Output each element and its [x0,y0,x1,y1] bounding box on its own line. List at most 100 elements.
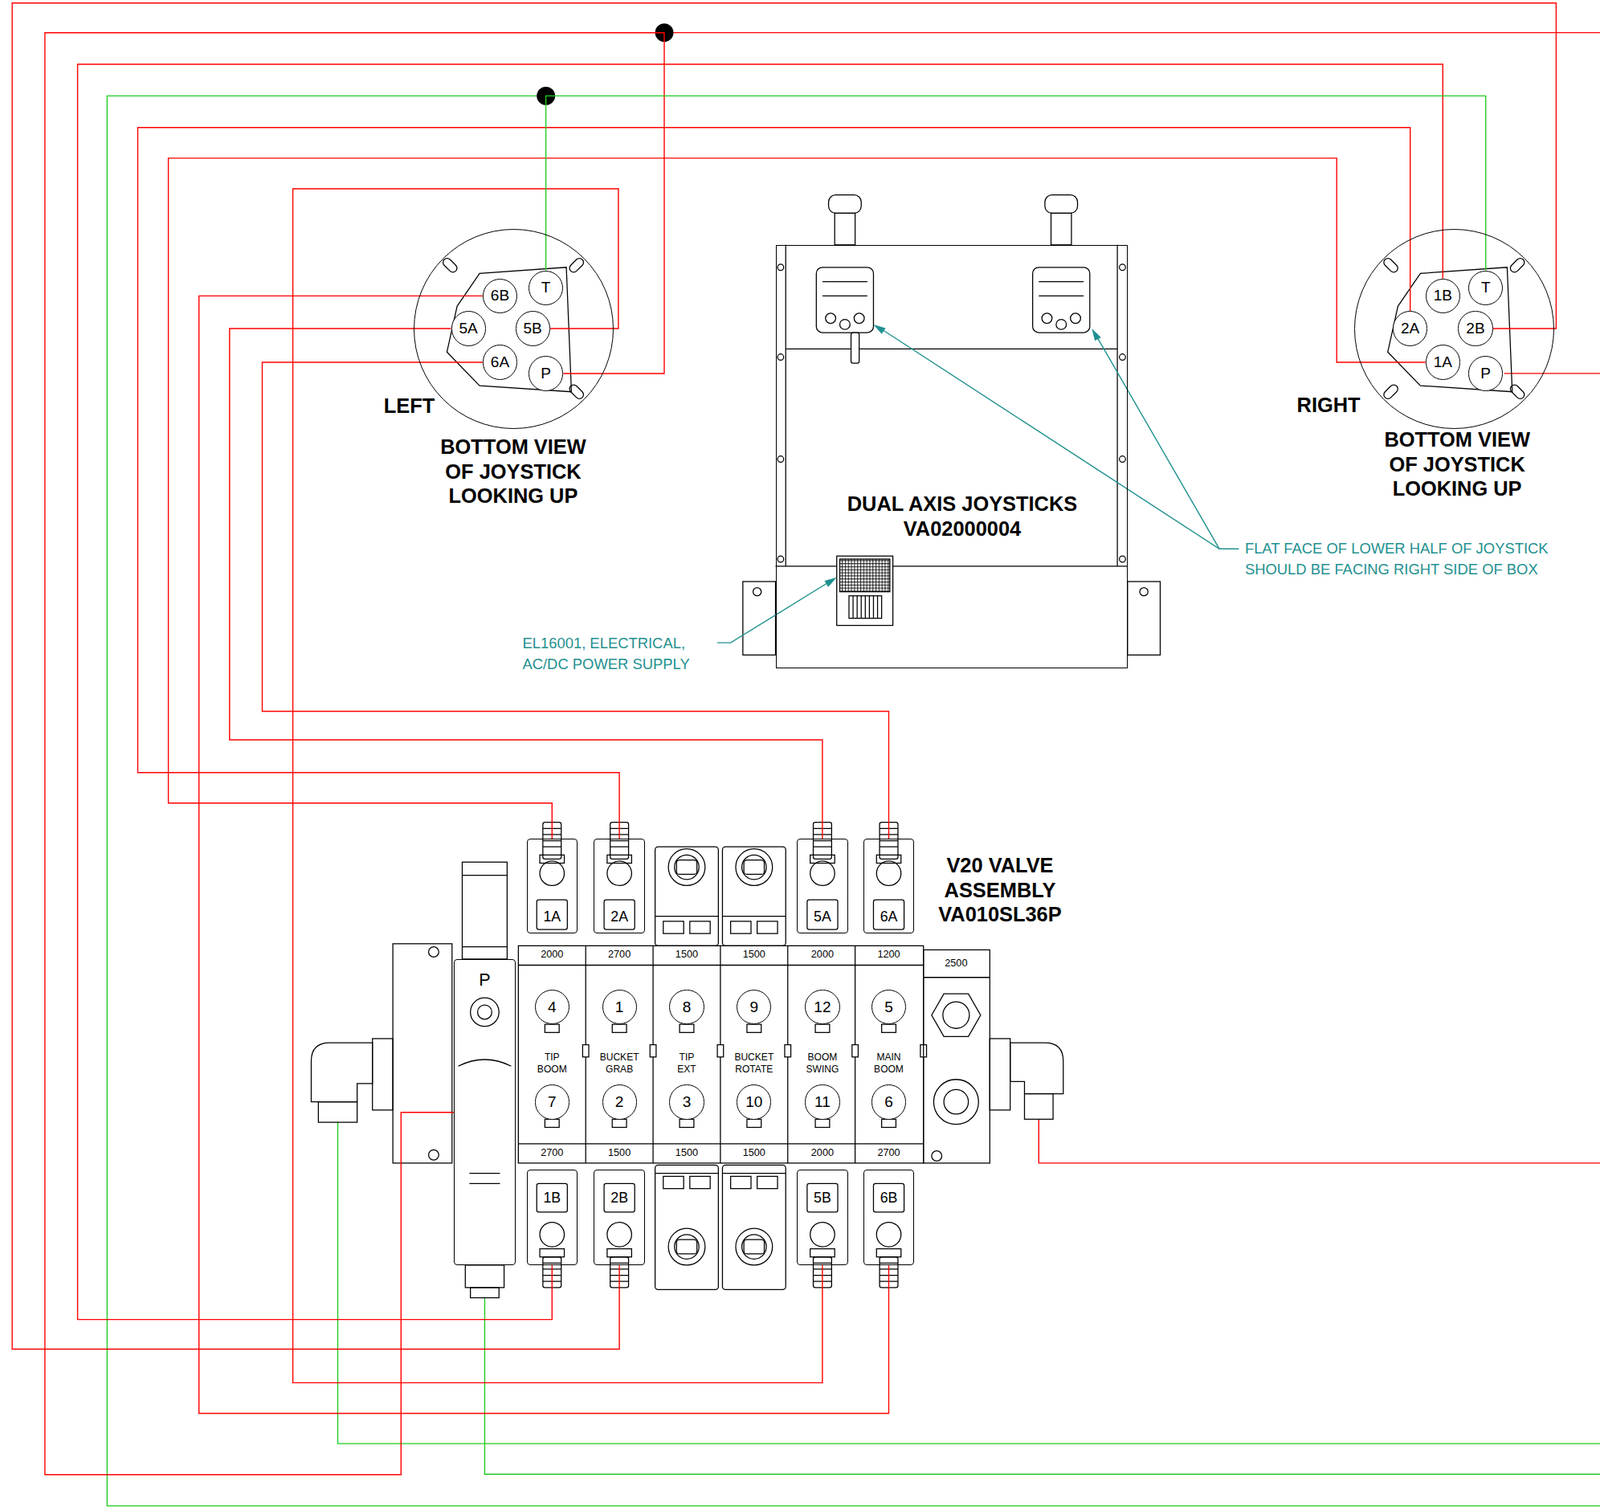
drawing-part [851,332,860,364]
joystick-port: P [1468,355,1503,391]
valve-port: 5A [796,838,849,934]
drawing-part [735,848,773,886]
drawing-part [822,281,868,297]
drawing-part [852,1044,859,1058]
drawing-part [933,1079,979,1125]
drawing-part [1119,264,1127,271]
drawing-part [853,595,878,619]
drawing-part [777,456,784,463]
drawing-part [815,1024,830,1033]
drawing-part [876,1222,901,1247]
pressure-setting: 2000 [791,948,854,961]
port-label: 2A [1400,319,1420,338]
drawing-part [816,267,874,333]
drawing-part [815,1118,830,1127]
drawing-part [931,1151,943,1162]
drawing-part [539,861,564,886]
drawing-part [923,976,991,978]
drawing-part [722,915,786,917]
joystick-port: 5A [451,310,486,346]
drawing-part [440,256,459,274]
drawing-part [689,1175,711,1188]
drawing-part [663,1175,684,1188]
text-holder: LEFT [370,393,449,418]
drawing-part [1382,383,1400,401]
valve-port: 2B [593,1169,645,1266]
port-label: 3 [682,1093,692,1111]
port-label: 6A [880,908,898,925]
drawing-part [544,1024,560,1033]
pressure-setting: 1500 [723,948,785,961]
drawing-part [1051,212,1072,245]
port-label: 1B [1433,286,1453,305]
hydraulic-line [44,32,665,1475]
joystick-port: 6B [482,278,518,314]
drawing-part [873,324,886,335]
drawing-part [810,1248,835,1258]
text-holder: BUCKET ROTATE [724,1051,784,1076]
drawing-part [106,95,1600,1506]
text-holder: BOTTOM VIEW OF JOYSTICK LOOKING UP [1372,427,1542,501]
drawing-part [477,1004,493,1020]
drawing-part [655,1172,719,1174]
hydraulic-line [262,362,890,839]
arrowheads [824,324,1101,588]
drawing-part [807,1183,838,1213]
port-label: 8 [682,998,692,1017]
view-caption: BOTTOM VIEW OF JOYSTICK LOOKING UP [428,434,598,508]
drawing-part [582,1044,589,1058]
drawing-part [775,244,1128,567]
drawing-part [943,1089,968,1114]
port-number: 3 [669,1084,704,1119]
drawing-part [746,1024,762,1033]
valve-port: 1A [526,838,579,934]
joystick-port: T [528,270,564,306]
text-holder: DUAL AXIS JOYSTICKS VA02000004 [825,491,1099,541]
drawing-part [655,1164,719,1290]
pressure-setting: 2500 [925,957,987,970]
drawing-part [931,993,981,1037]
port-label: 2B [1465,319,1485,338]
drawing-part [1097,338,1220,550]
port-label: 1B [542,1189,561,1206]
drawing-part [689,921,711,934]
pressure-setting: 2000 [791,1146,854,1160]
drawing-part [989,1038,1010,1111]
drawing-part [612,1024,627,1033]
drawing-part [567,256,586,274]
drawing-part [1038,281,1084,297]
port-label: T [1481,278,1491,297]
drawing-part [810,861,835,886]
power-supply [836,555,894,625]
drawing-part [655,846,719,946]
joystick-port: T [1468,270,1503,306]
drawing-part [777,555,784,563]
drawing-part [757,921,778,934]
drawing-part [1504,372,1600,374]
drawing-part [607,861,632,886]
drawing-part [607,1222,632,1247]
port-label: 6B [490,286,510,305]
drawing-part [828,195,862,214]
drawing-part [470,997,500,1027]
drawing-part [539,854,564,863]
port-number: 5 [871,989,907,1025]
drawing-part [825,313,837,324]
drawing-part [1119,456,1127,463]
text-holder: BOOM SWING [792,1051,853,1076]
port-label: 7 [547,1093,557,1111]
port-label: P [1480,364,1491,383]
hydraulic-line [77,64,1444,1320]
side-label: RIGHT [1289,392,1368,417]
spool-name: BUCKET ROTATE [724,1051,784,1076]
drawing-part [784,1044,792,1058]
callout-note: EL16001, ELECTRICAL, AC/DC POWER SUPPLY [522,632,711,676]
hydraulic-line [138,127,1411,840]
port-label: 2 [615,1093,625,1111]
pressure-setting: 2000 [521,948,583,961]
drawing-part [810,1222,835,1247]
port-label: 5A [813,908,832,925]
drawing-part [465,1265,504,1288]
pressure-setting: 2700 [521,1146,583,1160]
